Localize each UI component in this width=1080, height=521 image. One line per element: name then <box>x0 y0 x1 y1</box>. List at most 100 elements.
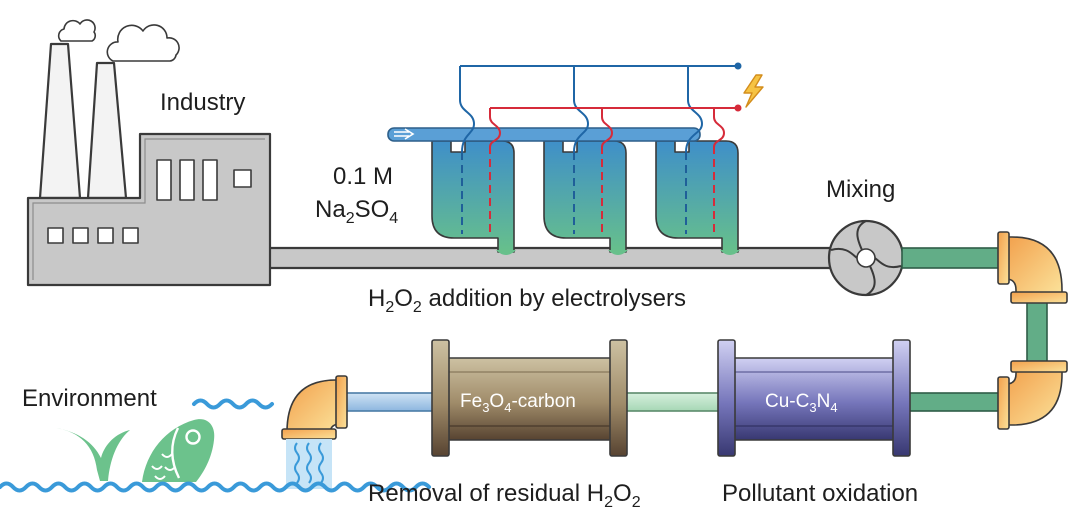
industry-label: Industry <box>160 89 245 116</box>
fish-tail-icon <box>56 428 130 481</box>
factory-inner-edge <box>32 138 265 280</box>
elbow-flange <box>997 376 1010 430</box>
electrolyser-tank <box>431 140 515 253</box>
label-part: SO <box>355 196 390 223</box>
electrolyser-outlet <box>496 250 516 255</box>
electrolyser-2 <box>543 140 628 255</box>
label-part: H <box>368 285 385 312</box>
oxidation-inlet-pipe <box>905 392 1003 412</box>
mixed-water-pipe <box>901 247 1003 269</box>
label-part: Cu-C <box>765 391 809 412</box>
lower-elbow <box>997 360 1068 430</box>
elbow-body <box>1005 369 1063 426</box>
cu-c3n4-reactor: Cu-C3N4 <box>717 339 911 457</box>
small-cloud-icon <box>57 19 97 42</box>
fe3o4-carbon-label: Fe3O4-carbon <box>460 391 576 415</box>
low-window-4 <box>122 227 139 244</box>
negative-lead-3 <box>685 66 704 153</box>
upper-elbow <box>997 231 1068 304</box>
clouds <box>57 19 180 62</box>
mixer-hub <box>856 248 876 268</box>
mixer <box>827 219 905 297</box>
wave-long <box>0 481 431 493</box>
lightning-icon <box>743 74 764 108</box>
water-stream-lines <box>294 442 324 484</box>
label-subscript: 3 <box>809 400 816 415</box>
fish-eye <box>185 429 201 445</box>
label-subscript: 4 <box>504 400 511 415</box>
label-subscript: 4 <box>389 210 398 227</box>
reactor-flange-right <box>892 339 911 457</box>
treated-water-line: Cu-C3N4 Fe3O4-carbon <box>281 231 1068 489</box>
label-subscript: 2 <box>632 494 641 511</box>
mixing-label: Mixing <box>826 176 895 203</box>
fish-gill <box>171 427 181 479</box>
raw-water-pipe <box>264 246 834 270</box>
cu-c3n4-label: Cu-C3N4 <box>765 391 838 415</box>
label-part: Na <box>315 196 346 223</box>
right-chimney <box>86 61 128 200</box>
electrolysers-label: H2O2 addition by electrolysers <box>368 285 686 316</box>
elbow-flange <box>335 375 348 429</box>
electrolyser-3 <box>655 140 740 255</box>
reactor-flange-right <box>609 339 628 457</box>
reactor-flange-left <box>431 339 450 457</box>
low-window-1 <box>47 227 64 244</box>
positive-terminal <box>734 104 742 112</box>
electrolyser-tank <box>655 140 739 253</box>
fish-icon <box>142 419 215 482</box>
interstage-pipe <box>621 392 723 412</box>
wave-short <box>192 398 274 410</box>
elbow-body <box>286 379 341 433</box>
label-part: O <box>489 391 504 412</box>
removal-label: Removal of residual H2O2 <box>368 480 641 511</box>
power-wiring <box>459 62 764 153</box>
electrolyser-outlet <box>720 250 740 255</box>
label-subscript: 2 <box>604 494 613 511</box>
electrolyser-tank <box>543 140 627 253</box>
label-subscript: 2 <box>346 210 355 227</box>
elbow-flange <box>281 428 337 440</box>
negative-terminal <box>734 62 742 70</box>
electrolyser-outlet <box>608 250 628 255</box>
environment-scene <box>0 398 431 493</box>
factory-building <box>26 132 272 287</box>
concentration-label: 0.1 M <box>333 163 393 190</box>
label-subscript: 3 <box>482 400 489 415</box>
label-subscript: 2 <box>413 299 422 316</box>
label-part: O <box>394 285 413 312</box>
negative-lead-1 <box>459 66 476 153</box>
label-part: O <box>613 480 632 507</box>
electrolyser-1 <box>431 140 516 255</box>
elbow-body <box>1005 236 1063 295</box>
label-subscript: 4 <box>830 400 837 415</box>
left-chimney <box>38 42 82 200</box>
tall-window-1 <box>156 159 172 201</box>
riser-pipe <box>1026 299 1048 365</box>
square-window <box>233 169 252 188</box>
electrolyte-feed-pipe <box>387 127 701 142</box>
fe3o4-carbon-reactor: Fe3O4-carbon <box>431 339 628 457</box>
label-part: addition by electrolysers <box>422 285 686 312</box>
reactor-flange-left <box>717 339 736 457</box>
positive-lead-2 <box>601 108 614 148</box>
negative-lead-2 <box>573 66 590 153</box>
factory <box>38 42 128 200</box>
fish-body <box>142 419 215 482</box>
positive-lead-3 <box>713 108 726 148</box>
label-part: N <box>817 391 831 412</box>
elbow-flange <box>997 231 1010 285</box>
label-part: Removal of residual H <box>368 480 604 507</box>
tall-window-3 <box>202 159 218 201</box>
elbow-flange <box>1010 360 1068 373</box>
electrolyte-label: Na2SO4 <box>315 196 398 227</box>
mixer-blade <box>830 248 902 268</box>
outlet-elbow <box>281 375 348 440</box>
fish-scales <box>151 453 176 480</box>
low-window-2 <box>72 227 89 244</box>
inlet-arrow-icon <box>394 128 415 140</box>
environment-label: Environment <box>22 385 157 412</box>
label-part: -carbon <box>511 391 575 412</box>
label-subscript: 2 <box>385 299 394 316</box>
